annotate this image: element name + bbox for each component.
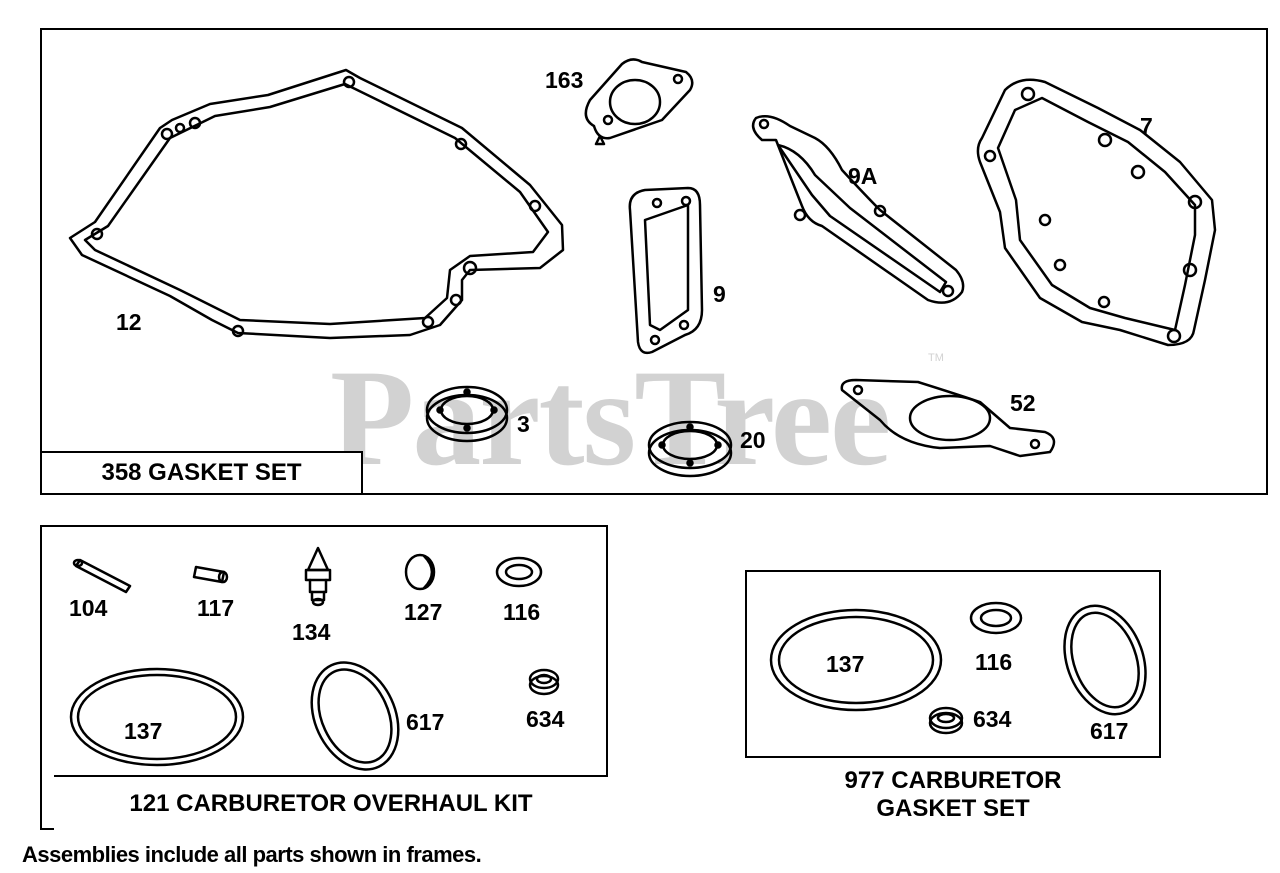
part-20-seal bbox=[647, 420, 733, 478]
part-137-gasket bbox=[69, 667, 245, 767]
part-127-plug bbox=[404, 553, 436, 591]
part-617-gasket-set bbox=[1063, 604, 1147, 716]
part-163-gasket bbox=[584, 58, 694, 146]
overhaul-kit-title-text: 121 CARBURETOR OVERHAUL KIT bbox=[129, 789, 533, 817]
part-137-gasket-set bbox=[769, 608, 943, 712]
label-set-137: 137 bbox=[826, 651, 865, 677]
part-12-crankcase-gasket bbox=[68, 68, 565, 340]
carb-gasket-set-title-line1: 977 CARBURETOR bbox=[844, 767, 1062, 795]
label-634: 634 bbox=[526, 706, 565, 732]
part-134-needle bbox=[304, 546, 332, 607]
carb-gasket-set-title-line2: GASKET SET bbox=[876, 795, 1030, 822]
label-617: 617 bbox=[406, 709, 445, 735]
label-127: 127 bbox=[404, 599, 443, 625]
part-3-seal bbox=[425, 385, 509, 443]
label-116: 116 bbox=[503, 599, 541, 625]
label-104: 104 bbox=[69, 595, 108, 621]
watermark-tm: TM bbox=[928, 352, 944, 364]
part-52-gasket bbox=[840, 378, 1056, 458]
part-9-gasket bbox=[628, 186, 704, 355]
label-set-617: 617 bbox=[1090, 718, 1129, 744]
label-set-634: 634 bbox=[973, 706, 1012, 732]
part-634-washer-set bbox=[928, 706, 964, 735]
part-104-rod bbox=[72, 558, 132, 594]
label-163: 163 bbox=[545, 67, 584, 93]
footer-note: Assemblies include all parts shown in fr… bbox=[22, 842, 482, 867]
label-3: 3 bbox=[517, 411, 530, 437]
gasket-set-title-text: 358 GASKET SET bbox=[101, 459, 302, 487]
part-7-head-gasket bbox=[976, 78, 1217, 347]
gasket-set-frame bbox=[40, 28, 1268, 495]
watermark: PartsTree bbox=[330, 341, 891, 494]
part-634-washer bbox=[528, 668, 560, 696]
label-20: 20 bbox=[740, 427, 766, 453]
part-116-washer bbox=[495, 556, 543, 588]
label-7: 7 bbox=[1140, 113, 1153, 139]
part-117-pin bbox=[192, 565, 229, 584]
label-117: 117 bbox=[197, 595, 235, 621]
label-9: 9 bbox=[713, 281, 726, 307]
label-134: 134 bbox=[292, 619, 331, 645]
gasket-set-title: 358 GASKET SET bbox=[40, 451, 363, 495]
carb-gasket-set-title: 977 CARBURETOR GASKET SET bbox=[745, 756, 1161, 832]
part-9A-gasket bbox=[751, 115, 965, 304]
overhaul-kit-title: 121 CARBURETOR OVERHAUL KIT bbox=[54, 775, 608, 830]
label-set-116: 116 bbox=[975, 649, 1013, 675]
part-617-gasket bbox=[310, 661, 400, 771]
part-116-washer-set bbox=[969, 601, 1023, 635]
label-12: 12 bbox=[116, 309, 142, 335]
label-9A: 9A bbox=[848, 163, 878, 189]
label-137: 137 bbox=[124, 718, 163, 744]
label-52: 52 bbox=[1010, 390, 1036, 416]
